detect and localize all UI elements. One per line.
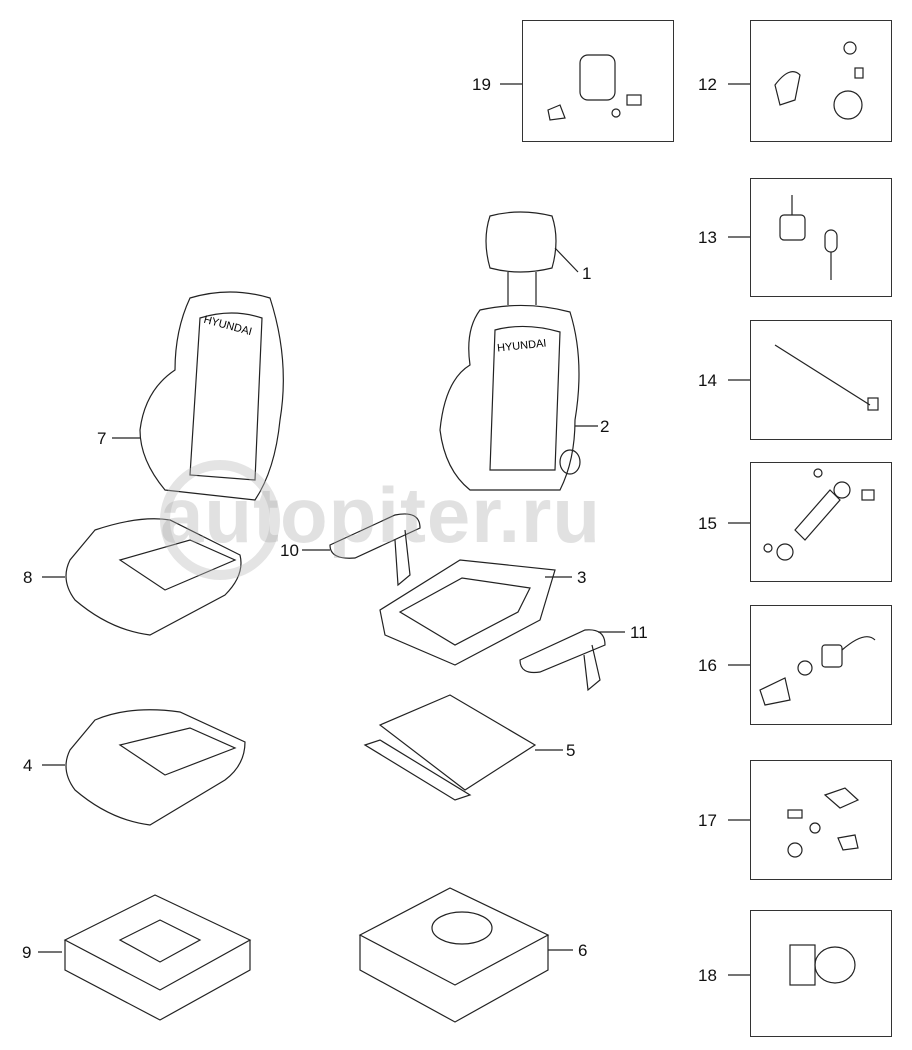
part-14-box	[750, 320, 892, 440]
callout-19: 19	[472, 75, 491, 94]
part-17-box	[750, 760, 892, 880]
part-18-box	[750, 910, 892, 1037]
callout-12: 12	[698, 75, 717, 94]
armrest-part-10	[329, 513, 421, 587]
callout-7: 7	[97, 429, 107, 448]
part-15-icons	[763, 468, 875, 561]
callout-9: 9	[22, 943, 32, 962]
backrest-part-2	[439, 304, 581, 491]
part-13-box	[750, 178, 892, 297]
callout-11: 11	[630, 623, 648, 642]
callout-10: 10	[280, 541, 299, 560]
part-18-icons	[789, 944, 856, 986]
backrest-part-7	[139, 291, 284, 501]
callout-16: 16	[698, 656, 717, 675]
callout-17: 17	[698, 811, 717, 830]
suspension-part-9	[63, 894, 252, 1021]
callout-18: 18	[698, 966, 717, 985]
suspension-part-6	[358, 887, 550, 1023]
seat-cushion-part-8	[65, 518, 242, 636]
callout-4: 4	[23, 756, 33, 775]
part-17-icons	[787, 787, 860, 858]
part-12-icons	[774, 41, 864, 120]
watermark: autopiter.ru	[160, 471, 602, 559]
callout-2: 2	[600, 417, 610, 436]
watermark-logo-icon	[160, 460, 280, 580]
callout-8: 8	[23, 568, 33, 587]
part-14-icons	[774, 344, 879, 411]
callout-13: 13	[698, 228, 717, 247]
callout-15: 15	[698, 514, 717, 533]
part-19-box	[522, 20, 674, 142]
headrest-part-1	[485, 211, 557, 305]
callout-6: 6	[578, 941, 588, 960]
part-19-icons	[547, 54, 642, 121]
callout-1: 1	[582, 264, 592, 283]
part-16-icons	[759, 636, 876, 706]
leader-lines	[38, 83, 750, 976]
armrest-part-11	[519, 629, 606, 692]
callout-14: 14	[698, 371, 717, 390]
seat-cushion-part-4	[65, 709, 246, 826]
slide-rail-part-5	[363, 694, 537, 801]
callout-5: 5	[566, 741, 576, 760]
part-12-box	[750, 20, 892, 142]
part-13-icons	[779, 195, 838, 280]
callout-3: 3	[577, 568, 587, 587]
part-16-box	[750, 605, 892, 725]
seat-frame-part-3	[379, 559, 556, 666]
